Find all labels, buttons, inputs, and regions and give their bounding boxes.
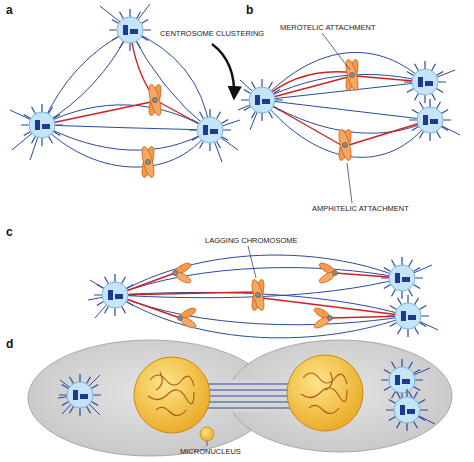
panel-b xyxy=(238,33,460,203)
centrosome xyxy=(381,257,423,299)
chromatin xyxy=(148,372,347,416)
chromosome xyxy=(344,58,361,91)
annotation-label: AMPHITELIC ATTACHMENT xyxy=(312,205,409,213)
micronucleus xyxy=(200,427,214,441)
centrosome xyxy=(386,389,428,431)
annotation-label: CENTROSOME CLUSTERING xyxy=(160,30,264,38)
centrosome xyxy=(241,79,283,121)
chromosome xyxy=(337,128,354,161)
centrosome xyxy=(381,359,423,401)
annotation-label: LAGGING CHROMOSOME xyxy=(205,237,298,245)
chromosome xyxy=(147,83,164,116)
centrosome xyxy=(109,9,151,51)
centrosome xyxy=(94,274,136,316)
panel-d xyxy=(28,340,452,456)
centrosome xyxy=(404,61,446,103)
centrosome xyxy=(189,109,231,151)
annotation-label: MICRONUCLEUS xyxy=(180,448,241,456)
leader-line xyxy=(322,33,350,70)
panel-c xyxy=(88,246,438,338)
midbody-microtubules xyxy=(58,368,435,424)
panel-letter: a xyxy=(6,4,13,16)
centrosome xyxy=(21,104,63,146)
clustering-arrow xyxy=(212,44,234,98)
microtubules xyxy=(88,255,438,338)
microtubules xyxy=(10,4,240,167)
chromatid xyxy=(173,261,193,285)
panel-letter: c xyxy=(6,226,13,238)
centrosome xyxy=(387,295,429,337)
kinetochore-fibers xyxy=(115,273,408,318)
chromatid xyxy=(178,306,198,330)
centrosome xyxy=(59,374,101,416)
nucleus xyxy=(287,355,363,431)
nucleus xyxy=(134,357,210,433)
leader-line xyxy=(207,441,208,446)
annotation-label: MEROTELIC ATTACHMENT xyxy=(280,24,376,32)
panel-letter: d xyxy=(6,338,13,350)
leader-line xyxy=(347,163,352,203)
leader-line xyxy=(248,246,256,278)
centrosome xyxy=(409,99,451,141)
panel-letter: b xyxy=(246,4,253,16)
kinetochore-fibers xyxy=(42,30,210,130)
chromatid xyxy=(313,306,333,330)
lagging-chromosome xyxy=(250,278,267,311)
chromatid xyxy=(318,261,338,285)
chromosome xyxy=(140,145,157,178)
